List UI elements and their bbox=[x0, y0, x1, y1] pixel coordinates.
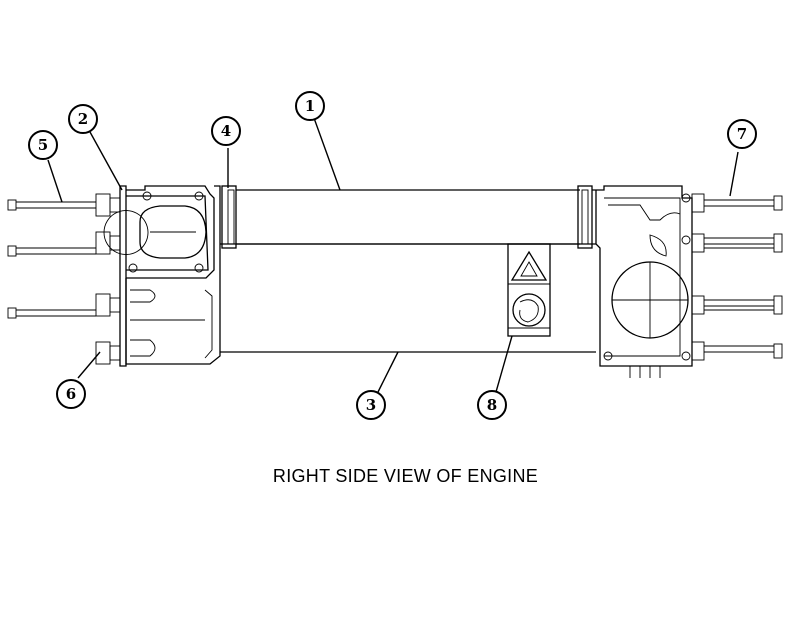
svg-text:7: 7 bbox=[737, 125, 747, 143]
svg-text:4: 4 bbox=[221, 122, 231, 140]
left-manifold bbox=[103, 185, 221, 367]
warning-decal bbox=[507, 243, 551, 337]
right-manifold bbox=[592, 185, 693, 378]
callout-1: 1 bbox=[295, 91, 325, 121]
svg-text:8: 8 bbox=[487, 396, 497, 414]
diagram-caption: RIGHT SIDE VIEW OF ENGINE bbox=[272, 466, 539, 486]
svg-text:6: 6 bbox=[66, 385, 76, 403]
callout-3: 3 bbox=[356, 390, 386, 420]
svg-text:3: 3 bbox=[366, 396, 376, 414]
svg-text:1: 1 bbox=[305, 97, 315, 115]
callout-6: 6 bbox=[56, 379, 86, 409]
right-bolts bbox=[691, 193, 783, 361]
callout-8: 8 bbox=[477, 390, 507, 420]
left-bolts bbox=[7, 193, 121, 365]
leader-lines bbox=[47, 117, 739, 393]
callout-4: 4 bbox=[211, 116, 241, 146]
svg-text:2: 2 bbox=[78, 110, 88, 128]
callout-2: 2 bbox=[68, 104, 98, 134]
svg-text:5: 5 bbox=[38, 136, 48, 154]
callout-7: 7 bbox=[727, 119, 757, 149]
callout-5: 5 bbox=[28, 130, 58, 160]
